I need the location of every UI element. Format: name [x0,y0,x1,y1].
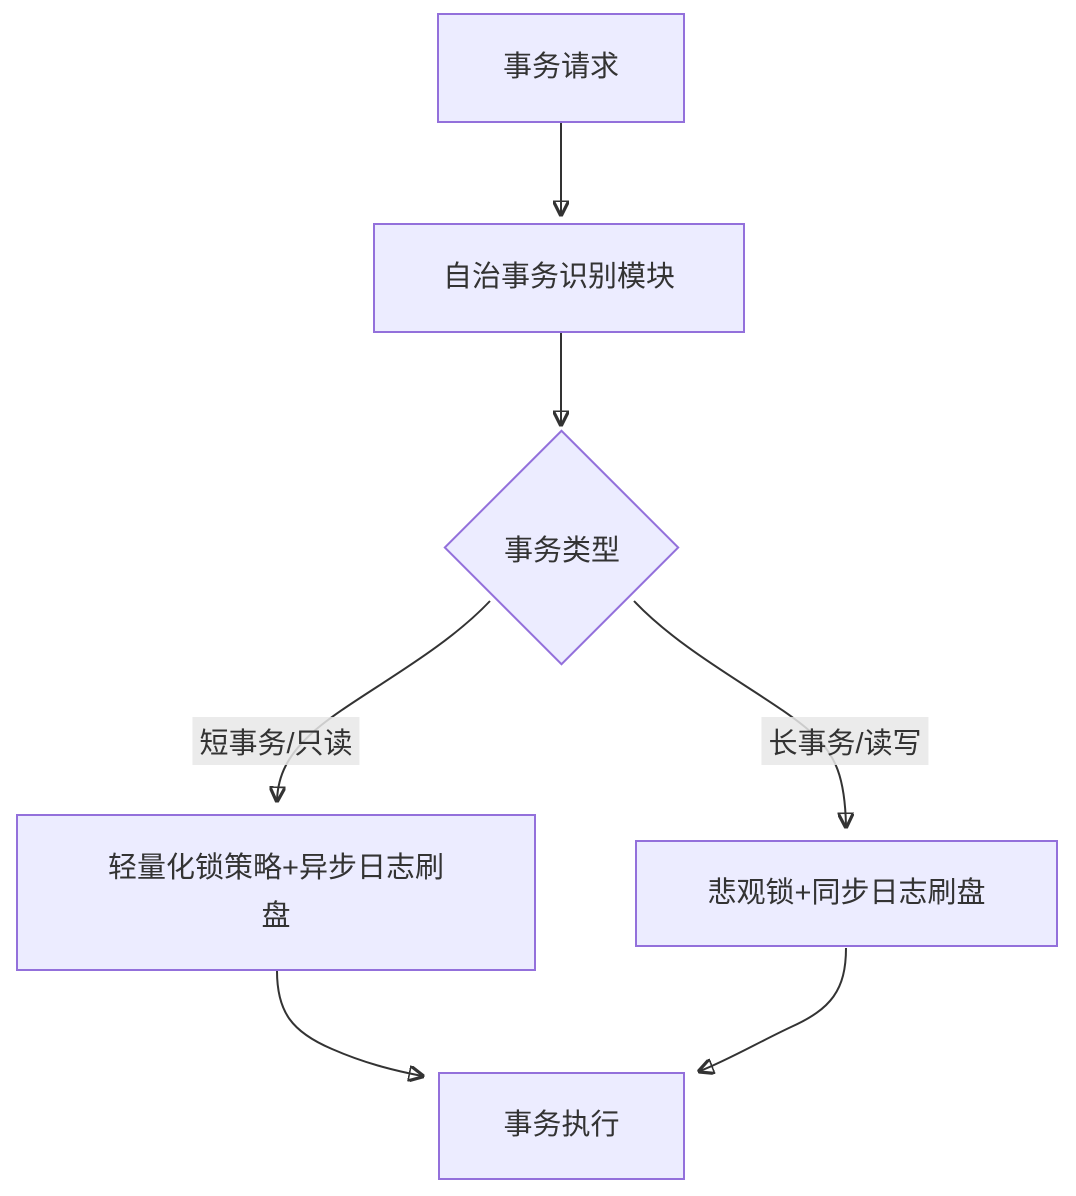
node-transaction-request: 事务请求 [437,13,685,123]
edge-decision-to-long-path [633,600,846,826]
node-transaction-execution: 事务执行 [438,1072,685,1180]
node-transaction-type-label: 事务类型 [503,535,621,567]
edge-label-long-transaction-readwrite: 长事务/读写 [761,717,929,765]
node-autonomous-transaction-recognition-module: 自治事务识别模块 [373,223,745,333]
node-pessimistic-lock-sync-log-flush: 悲观锁+同步日志刷盘 [635,840,1058,947]
node-transaction-request-label: 事务请求 [502,51,619,84]
edge-long-path-to-execute [700,947,847,1071]
edge-label-short-transaction-readonly: 短事务/只读 [192,717,360,765]
node-autonomous-transaction-recognition-module-label: 自治事务识别模块 [442,261,675,294]
node-pessimistic-lock-sync-log-flush-label: 悲观锁+同步日志刷盘 [707,876,986,909]
edge-short-path-to-execute [276,970,422,1076]
node-lightweight-lock-async-log-flush-label: 轻量化锁策略+异步日志刷盘 [108,851,444,932]
node-lightweight-lock-async-log-flush: 轻量化锁策略+异步日志刷盘 [16,814,536,971]
node-transaction-execution-label: 事务执行 [503,1109,620,1142]
edge-decision-to-short-path [277,600,491,800]
